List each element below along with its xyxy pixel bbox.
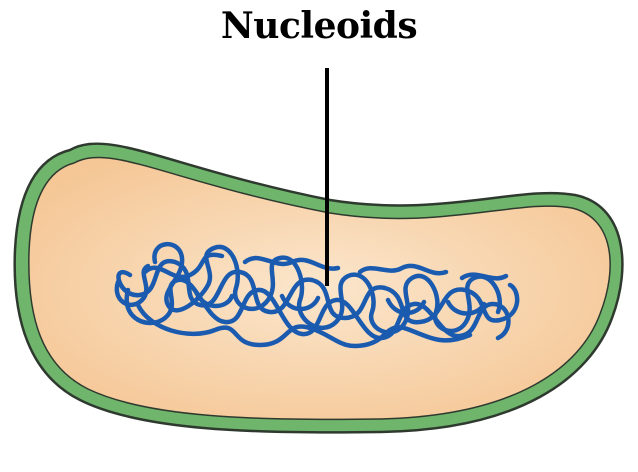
nucleoids-label: Nucleoids — [220, 5, 418, 47]
nucleoid-dna — [114, 241, 520, 349]
cytoplasm — [28, 156, 611, 421]
